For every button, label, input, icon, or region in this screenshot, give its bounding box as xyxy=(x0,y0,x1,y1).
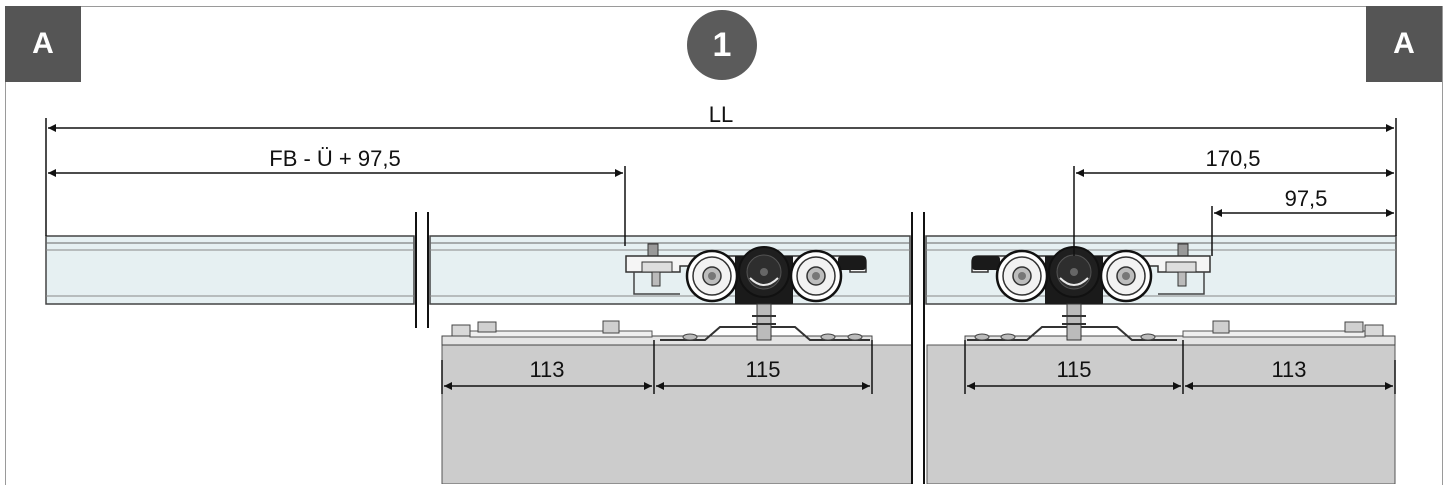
door-panel-left xyxy=(441,344,913,484)
roller-carriage-left xyxy=(625,243,867,341)
dimension-total-length: LL xyxy=(709,102,733,127)
dimension-left-carriage: 115 xyxy=(745,357,780,382)
door-plate-right xyxy=(964,320,1396,346)
extension-lines xyxy=(45,118,1397,394)
section-marker-right: A xyxy=(1366,6,1442,82)
drawing-frame xyxy=(5,6,1443,485)
dimension-right-inner: 97,5 xyxy=(1285,186,1328,211)
door-plate-left xyxy=(441,320,873,346)
dimension-right-outer: 170,5 xyxy=(1205,146,1260,171)
step-number-badge: 1 xyxy=(687,10,757,80)
dimension-lines xyxy=(48,124,1394,390)
door-panel-right xyxy=(926,344,1396,484)
dimension-left-plate: 113 xyxy=(529,357,564,382)
dimension-right-carriage: 115 xyxy=(1056,357,1091,382)
section-marker-left: A xyxy=(5,6,81,82)
dimension-left-offset: FB - Ü + 97,5 xyxy=(269,146,400,171)
dimension-right-plate: 113 xyxy=(1271,357,1306,382)
roller-carriage-right xyxy=(971,243,1211,341)
